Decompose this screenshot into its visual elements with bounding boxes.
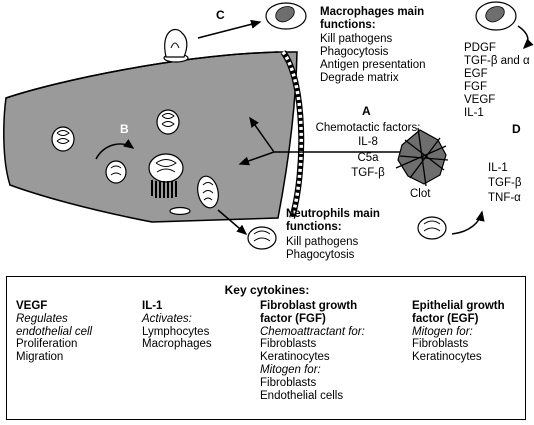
il1-heading: IL-1 (142, 300, 163, 312)
vegf-role: Regulates (16, 312, 68, 325)
rolling-arrow (95, 139, 135, 160)
neutrophil-exiting (197, 175, 219, 209)
key-vegf: VEGF Regulates endothelial cell Prolifer… (16, 300, 92, 364)
leukocytes-in-vessel (51, 109, 184, 198)
exiting-macrophage (164, 28, 188, 58)
neutrophil-cell (247, 226, 277, 250)
egf-heading: Epithelial growth (412, 300, 505, 312)
arrow-to-clot-factors (451, 210, 485, 235)
vegf-role: endothelial cell (16, 325, 93, 338)
macrophage-title-1: Macrophages main (320, 6, 425, 18)
macrophage-function: Degrade matrix (320, 72, 399, 84)
key-il1: IL-1 Activates: Lymphocytes Macrophages (142, 300, 212, 351)
macrophage-cell-right (475, 1, 517, 31)
key-fgf: Fibroblast growth factor (FGF) Chemoattr… (260, 300, 365, 402)
fgf-target: Endothelial cells (260, 389, 344, 402)
il1-target: Macrophages (142, 338, 212, 351)
secretion-factor: TGF-β and α (464, 55, 530, 67)
macrophage-function: Antigen presentation (320, 59, 426, 71)
fgf-role: Chemoattractant for: (260, 325, 365, 338)
secretion-factor: VEGF (464, 94, 496, 106)
secretion-factor: IL-1 (464, 107, 484, 119)
fgf-target: Keratinocytes (260, 351, 330, 364)
macrophage-function: Phagocytosis (320, 46, 389, 58)
chemotactic-factor: C5a (357, 152, 379, 164)
egf-role: Mitogen for: (412, 325, 473, 338)
neutrophil-cell-right (417, 216, 447, 240)
egf-target: Keratinocytes (412, 351, 482, 364)
arrow-macrophage-secretion (517, 25, 534, 50)
fgf-role: Mitogen for: (260, 363, 321, 376)
label-c: C (216, 8, 225, 22)
clot-factor: TNF-α (488, 192, 521, 204)
arrow-c (197, 19, 262, 39)
clot-factor: IL-1 (488, 162, 508, 174)
macrophage-cell (265, 2, 307, 30)
chemotaxis-arrows (238, 116, 410, 166)
key-egf: Epithelial growth factor (EGF) Mitogen f… (412, 300, 505, 364)
chemotactic-factor: IL-8 (358, 136, 378, 148)
vegf-target: Proliferation (16, 338, 78, 351)
label-d: D (512, 122, 521, 136)
macrophage-title-2: functions: (320, 19, 376, 31)
egf-heading: factor (EGF) (412, 312, 479, 325)
egf-target: Fibroblasts (412, 338, 469, 351)
vegf-target: Migration (16, 351, 64, 364)
secretion-factor: EGF (464, 68, 488, 80)
neutrophil-function: Kill pathogens (286, 236, 359, 248)
neutrophil-function: Phagocytosis (286, 249, 355, 261)
fgf-target: Fibroblasts (260, 376, 317, 389)
neutrophil-title-1: Neutrophils main (286, 208, 380, 220)
secretion-factor: FGF (464, 81, 487, 93)
chemotactic-title: Chemotactic factors: (315, 122, 421, 134)
clot-label: Clot (410, 188, 431, 200)
secretion-factor: PDGF (464, 42, 496, 54)
label-a: A (362, 104, 371, 118)
il1-target: Lymphocytes (142, 325, 210, 338)
label-b: B (120, 122, 129, 136)
fgf-target: Fibroblasts (260, 338, 317, 351)
il1-role: Activates: (142, 312, 192, 325)
arrow-neutrophil (217, 209, 248, 235)
fgf-heading: Fibroblast growth (260, 300, 358, 312)
clot (395, 127, 449, 187)
chemotactic-factor: TGF-β (351, 167, 385, 179)
clot-factor: TGF-β (488, 177, 522, 189)
fgf-heading: factor (FGF) (260, 312, 326, 325)
blood-vessel (3, 50, 305, 223)
key-cytokines-box (6, 276, 526, 420)
vegf-heading: VEGF (16, 300, 48, 312)
macrophage-function: Kill pathogens (320, 33, 393, 45)
key-title: Key cytokines: (224, 283, 310, 297)
neutrophil-title-2: functions: (286, 221, 342, 233)
